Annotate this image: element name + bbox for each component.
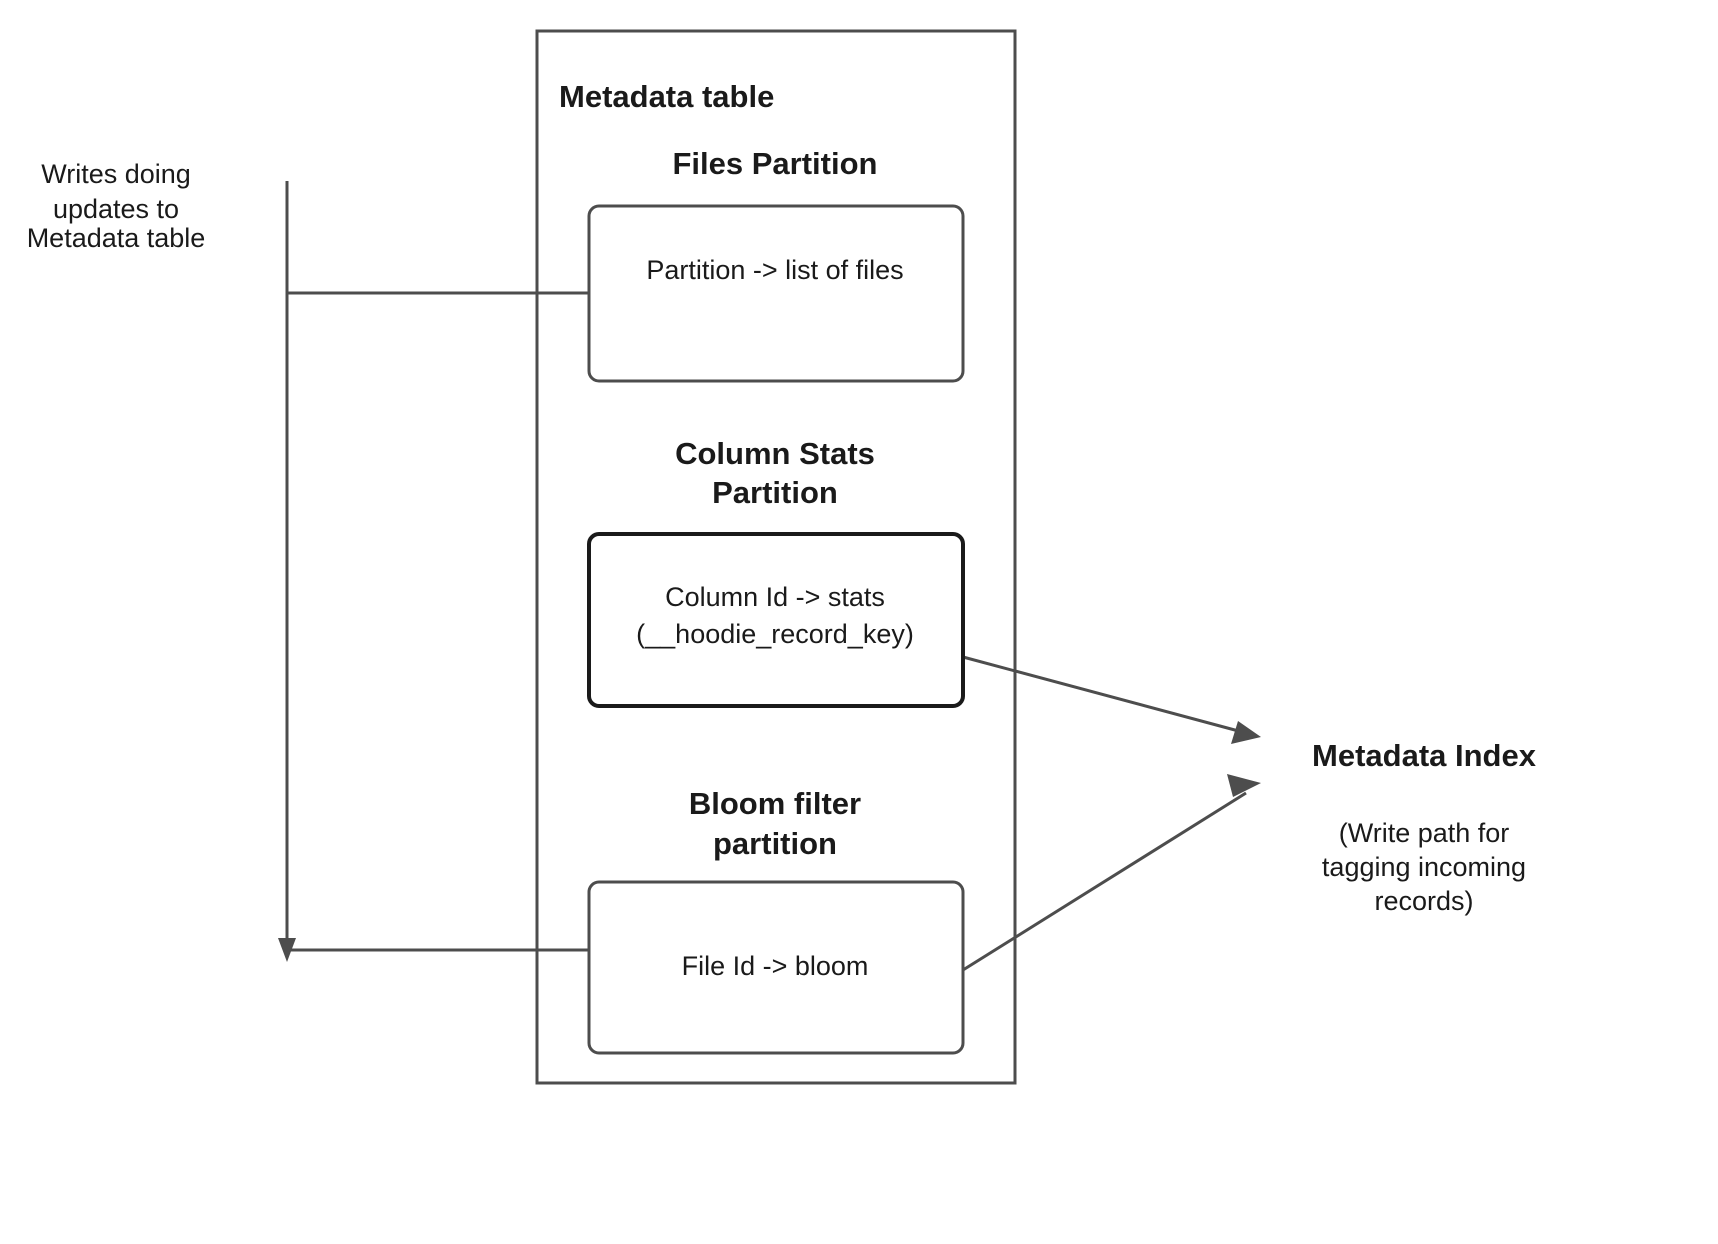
bloom-filter-partition-box [587, 880, 965, 1055]
writes-trunk-arrowhead [278, 938, 296, 962]
bloom-filter-to-index-arrowhead [1227, 774, 1261, 797]
metadata-index-caption-line-2: tagging incoming [1322, 852, 1526, 882]
metadata-table-label: Metadata table [559, 79, 774, 114]
column-stats-partition-heading-line-2: Partition [712, 475, 838, 510]
bloom-filter-to-index-connector [962, 791, 1247, 972]
metadata-table-container [535, 29, 1017, 1085]
files-partition-box-text: Partition -> list of files [646, 255, 903, 285]
writes-note-line-3: Metadata table [27, 223, 206, 253]
metadata-index-caption-line-1: (Write path for [1339, 818, 1510, 848]
metadata-index-caption-line-3: records) [1374, 886, 1473, 916]
files-partition-heading-line-1: Files Partition [673, 146, 878, 181]
column-stats-to-index-connector [962, 655, 1247, 735]
files-partition-box [587, 204, 965, 383]
column-stats-box-text-line-1: Column Id -> stats [665, 582, 885, 612]
column-stats-partition-box [587, 532, 965, 708]
bloom-filter-partition-heading-line-1: Bloom filter [689, 786, 861, 821]
bloom-filter-partition-heading-line-2: partition [713, 826, 837, 861]
writes-note-line-1: Writes doing [41, 159, 191, 189]
bloom-filter-box-text: File Id -> bloom [682, 951, 869, 981]
metadata-index-title: Metadata Index [1312, 738, 1537, 773]
column-stats-to-index-arrowhead [1231, 721, 1261, 744]
column-stats-box-text-line-2: (__hoodie_record_key) [636, 619, 914, 649]
column-stats-partition-heading-line-1: Column Stats [675, 436, 875, 471]
writes-note-line-2: updates to [53, 194, 179, 224]
